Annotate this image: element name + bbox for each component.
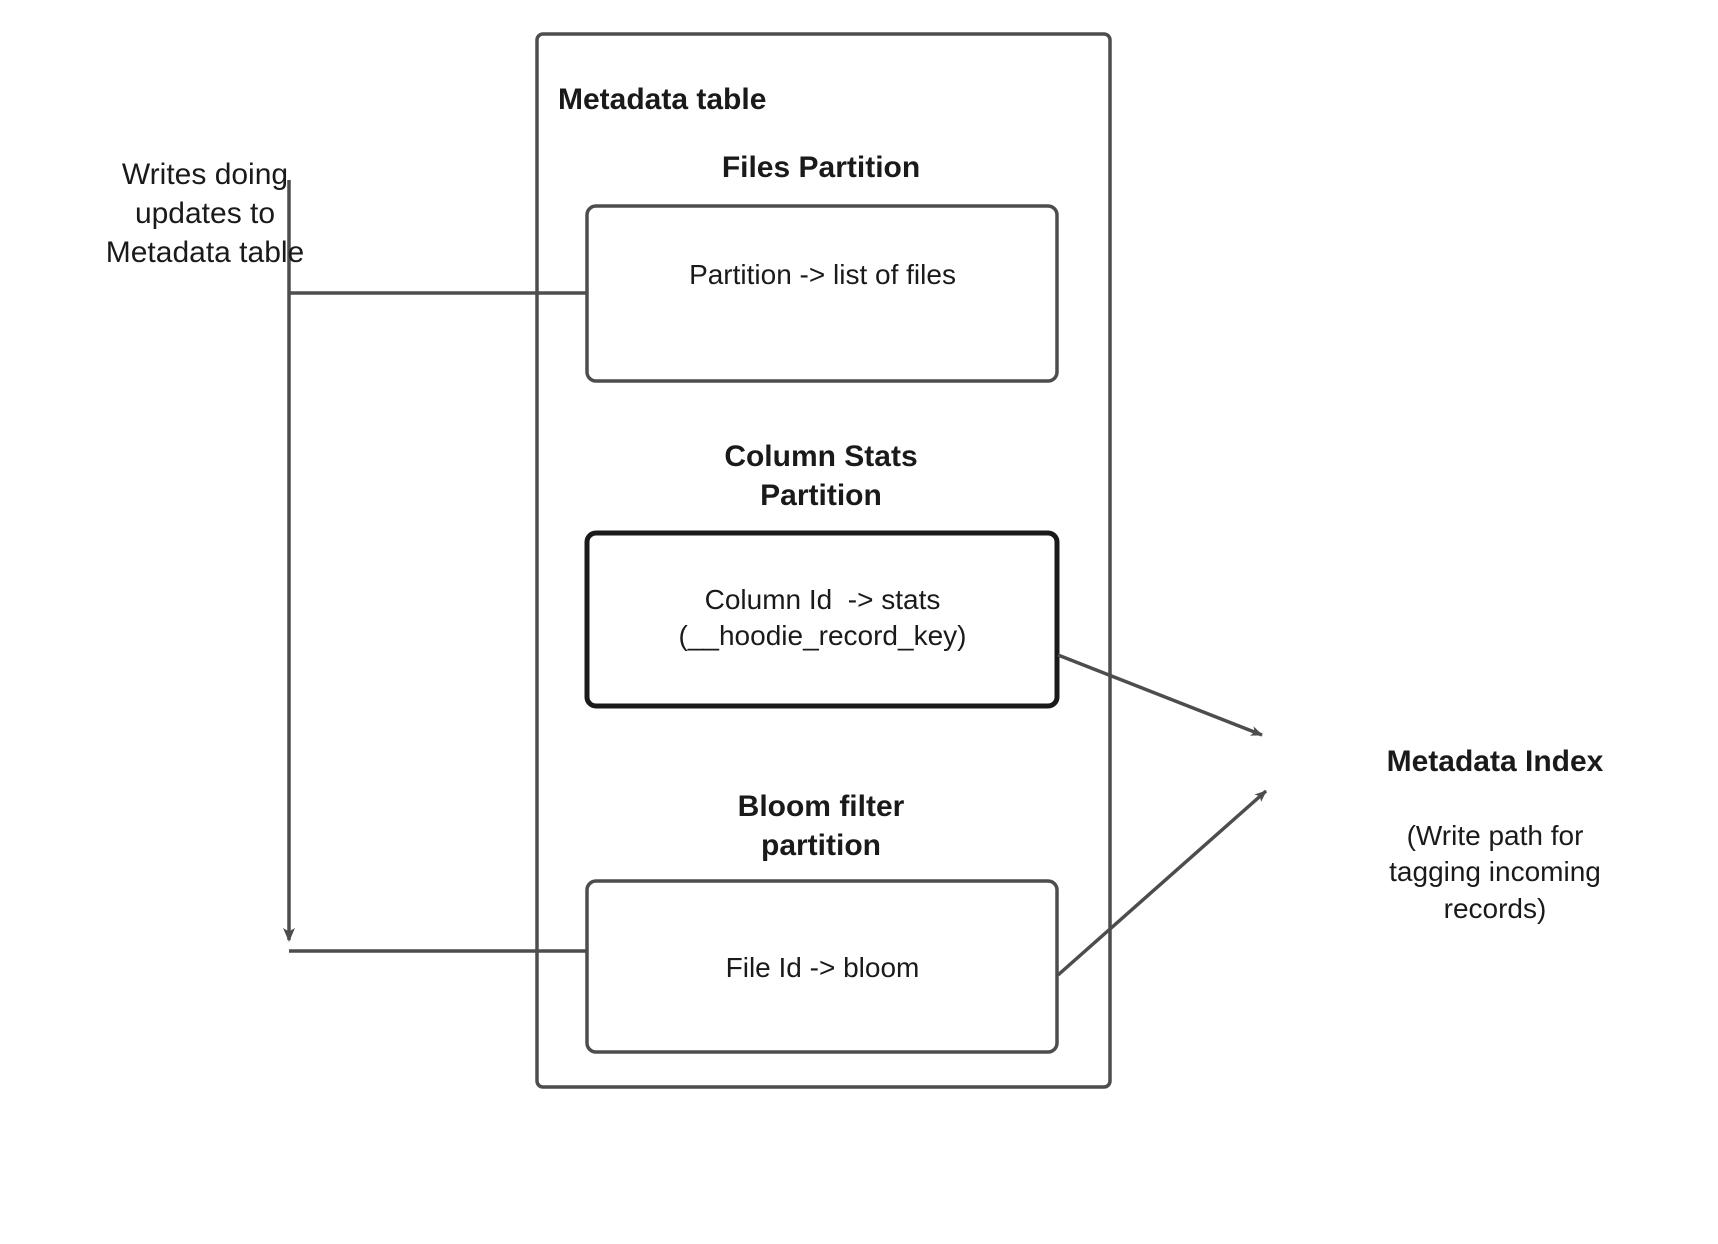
- column-stats-partition-heading: Column Stats Partition: [724, 440, 918, 512]
- files-partition-heading: Files Partition: [721, 151, 921, 184]
- files-partition-box: [585, 204, 1059, 383]
- files-partition-box-label: Partition -> list of files: [689, 259, 956, 290]
- bloom-filter-partition-heading: Bloom filter partition: [737, 790, 905, 862]
- metadata-table-container: [535, 32, 1112, 1089]
- bloom-filter-partition-box-label: File Id -> bloom: [725, 952, 920, 983]
- metadata-table-title: Metadata table: [558, 83, 767, 116]
- metadata-index-caption: (Write path for tagging incoming records…: [1389, 820, 1601, 924]
- writes-annotation-label: Writes doing updates to Metadata table: [105, 158, 305, 269]
- column-stats-to-metadata-index-arrow: [1057, 653, 1263, 737]
- column-stats-partition-box-label: Column Id -> stats (__hoodie_record_key): [678, 584, 967, 652]
- metadata-index-title: Metadata Index: [1386, 745, 1604, 778]
- bloom-filter-to-metadata-index-arrow: [1056, 789, 1268, 977]
